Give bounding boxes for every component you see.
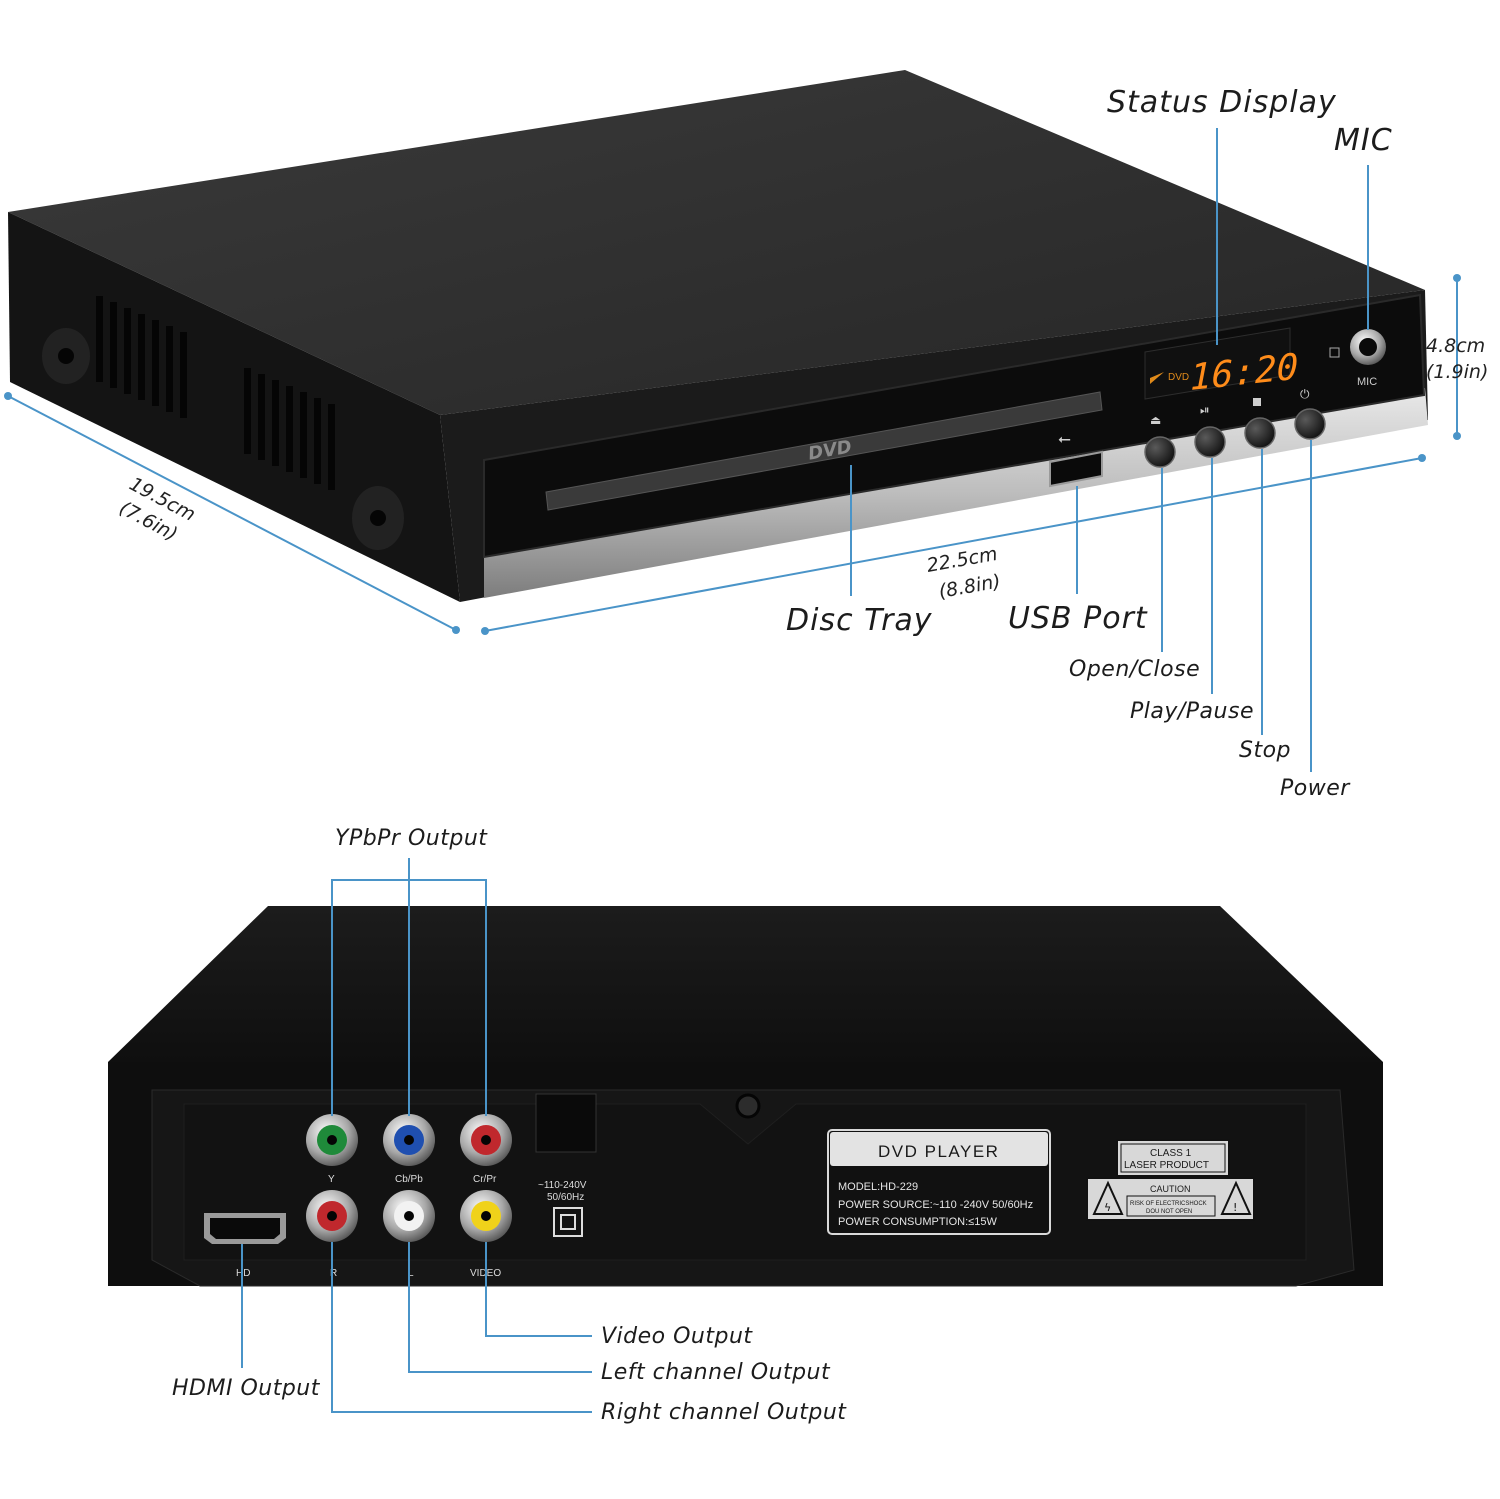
callout-power: Power — [1280, 776, 1351, 801]
left-side — [8, 212, 460, 602]
power-freq: 50/60Hz — [547, 1192, 584, 1203]
button-icons: ⏏ ⏯ ⏻ — [1150, 347, 1340, 427]
callout-status-display: Status Display — [1107, 85, 1337, 120]
double-insulation-icon — [553, 1207, 583, 1237]
display-play-icon — [1150, 372, 1164, 384]
class-line1: CLASS 1 — [1150, 1148, 1192, 1159]
callout-open-close: Open/Close — [1069, 657, 1200, 682]
usb-icon: ⭠ — [1058, 429, 1071, 448]
front-unit: DVD DVD 16:20 ⏏ ⏯ ⏻ — [8, 70, 1428, 602]
jack-label-cbpb: Cb/Pb — [395, 1174, 423, 1185]
plate-source: POWER SOURCE:~110 -240V 50/60Hz — [838, 1199, 1033, 1211]
disc-tray-slot — [545, 391, 1103, 511]
usb-port[interactable] — [1049, 450, 1103, 488]
power-button[interactable] — [1294, 408, 1326, 440]
svg-text:ϟ: ϟ — [1104, 1201, 1111, 1214]
play-pause-button[interactable] — [1194, 426, 1226, 458]
jack-pr[interactable] — [460, 1114, 512, 1166]
hdmi-port[interactable] — [204, 1213, 286, 1244]
shock-warning-icon — [1092, 1180, 1124, 1215]
jack-r[interactable] — [306, 1190, 358, 1242]
height-cm: 4.8cm — [1426, 335, 1485, 357]
dimension-lines — [4, 274, 1461, 635]
jack-label-l: L — [408, 1268, 414, 1279]
stop-button[interactable] — [1244, 417, 1276, 449]
side-screws — [42, 328, 404, 550]
callout-usb-port: USB Port — [1008, 601, 1148, 636]
status-display-window — [1144, 327, 1291, 400]
top-cover — [8, 70, 1425, 415]
stop-icon — [1253, 398, 1261, 406]
callout-mic: MIC — [1334, 123, 1393, 158]
jack-label-r: R — [330, 1268, 337, 1279]
front-leader-lines — [850, 128, 1369, 772]
play-pause-icon: ⏯ — [1200, 403, 1210, 417]
jack-l[interactable] — [383, 1190, 435, 1242]
width-in: (8.8in) — [937, 570, 1002, 602]
callout-disc-tray: Disc Tray — [786, 603, 933, 638]
callout-right-channel-output: Right channel Output — [601, 1400, 847, 1425]
callout-video-output: Video Output — [601, 1324, 753, 1349]
jack-label-hd: HD — [236, 1268, 250, 1279]
back-unit: Y Cb/Pb Cr/Pr R L VIDEO HD ~110-240V 50/… — [108, 906, 1383, 1287]
rca-jacks — [306, 1114, 512, 1242]
side-vents — [96, 296, 335, 490]
eject-icon: ⏏ — [1150, 413, 1161, 427]
power-cord-outlet — [535, 1093, 597, 1153]
power-rating: ~110-240V — [538, 1180, 587, 1191]
plate-consumption: POWER CONSUMPTION:≤15W — [838, 1216, 997, 1228]
jack-label-crpr: Cr/Pr — [473, 1174, 497, 1185]
jack-video[interactable] — [460, 1190, 512, 1242]
caution-line1: RISK OF ELECTRICSHOCK — [1130, 1201, 1207, 1207]
silver-strip — [484, 388, 1428, 598]
mic-jack-label: MIC — [1357, 376, 1377, 388]
remote-sensor-icon — [1329, 347, 1340, 358]
height-in: (1.9in) — [1426, 361, 1488, 383]
back-top-cover — [108, 906, 1383, 1062]
svg-text:!: ! — [1233, 1201, 1237, 1214]
jack-label-y: Y — [328, 1174, 335, 1185]
callout-play-pause: Play/Pause — [1130, 699, 1254, 724]
jack-y[interactable] — [306, 1114, 358, 1166]
callout-left-channel-output: Left channel Output — [601, 1360, 831, 1385]
open-close-button[interactable] — [1144, 436, 1176, 468]
power-icon: ⏻ — [1300, 387, 1310, 401]
display-brand: DVD — [1168, 372, 1189, 383]
class-line2: LASER PRODUCT — [1124, 1160, 1209, 1171]
plate-title: DVD PLAYER — [878, 1142, 999, 1161]
back-leader-lines — [241, 858, 592, 1413]
plate-model: MODEL:HD-229 — [838, 1181, 918, 1193]
caution-warning-icon — [1220, 1180, 1252, 1215]
class-label — [1116, 1139, 1230, 1177]
front-buttons — [1144, 408, 1326, 468]
callout-hdmi-output: HDMI Output — [172, 1376, 321, 1401]
callout-ypbpr-output: YPbPr Output — [335, 826, 488, 851]
jack-pb[interactable] — [383, 1114, 435, 1166]
callout-stop: Stop — [1239, 738, 1291, 763]
caution-line2: DOU NOT OPEN — [1146, 1209, 1192, 1215]
caution-title: CAUTION — [1150, 1184, 1191, 1194]
back-screw — [735, 1093, 761, 1119]
